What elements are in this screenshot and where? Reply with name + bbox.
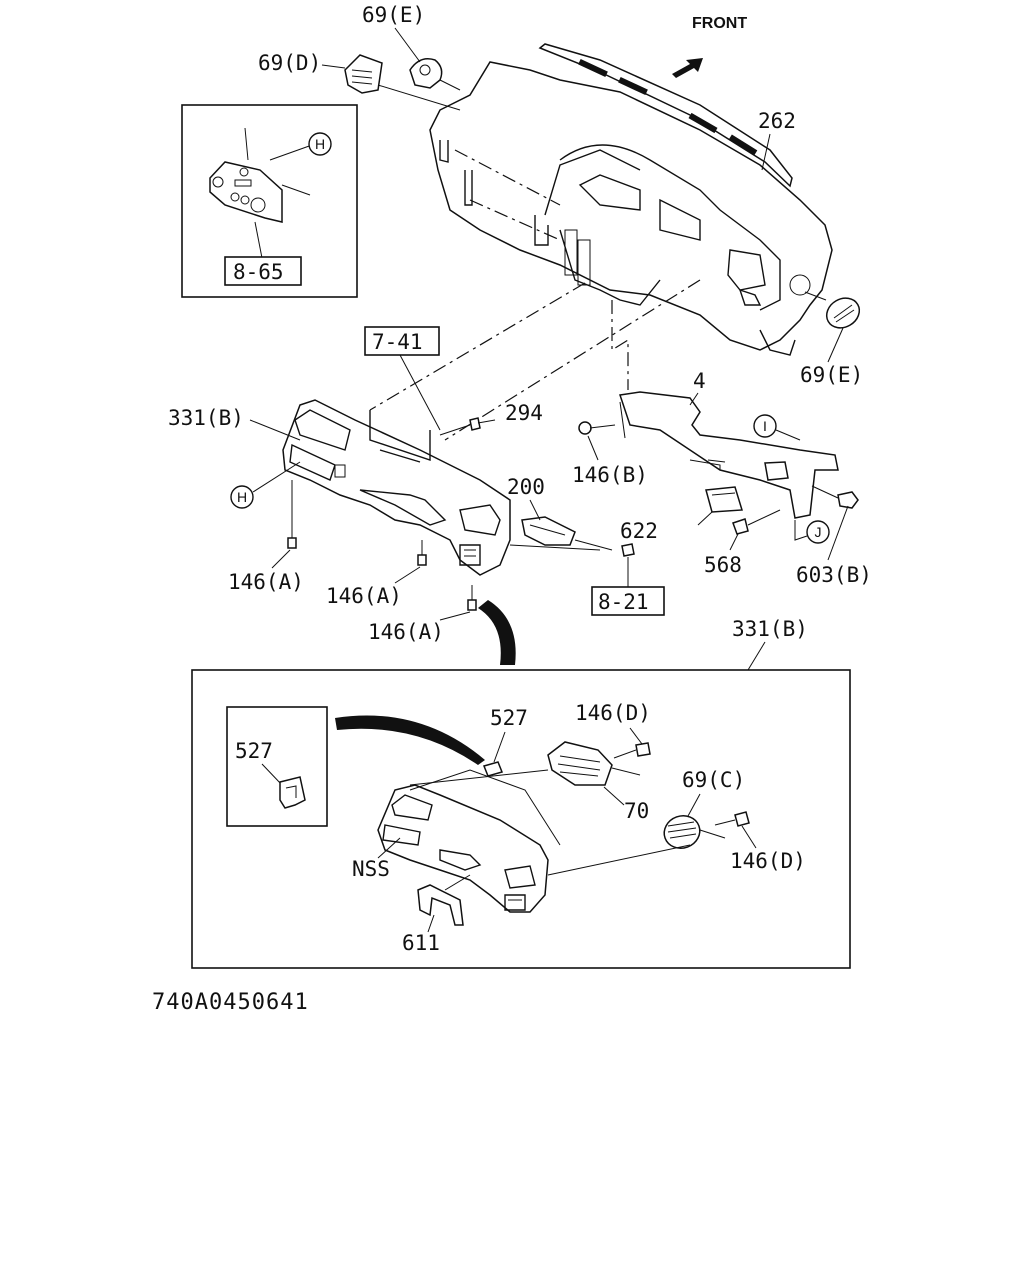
clip-527-main: [482, 761, 504, 777]
callout-603b: 603(B): [796, 563, 872, 587]
switch-200: [509, 516, 613, 551]
ref-8-65: 8-65: [224, 256, 302, 286]
inset-527: [226, 706, 328, 827]
callout-146a-1: 146(A): [228, 570, 304, 594]
marker-i: I: [753, 414, 777, 438]
screw-146b: [578, 421, 616, 435]
marker-h-main: H: [230, 485, 254, 509]
screw-146d-2: [714, 811, 750, 827]
callout-69d: 69(D): [258, 51, 321, 75]
callout-4: 4: [693, 369, 706, 393]
ref-7-41: 7-41: [364, 326, 440, 356]
front-arrow-icon: [672, 58, 703, 78]
callout-69e-right: 69(E): [800, 363, 863, 387]
detail-arrow-icon: [478, 600, 516, 665]
screw-8-21: [621, 543, 635, 557]
svg-text:8-21: 8-21: [598, 590, 649, 614]
drawing-id: 740A0450641: [152, 990, 309, 1015]
clip-69e-right: [804, 291, 861, 329]
inset-arrow-icon: [335, 715, 485, 765]
callout-200: 200: [507, 475, 545, 499]
ref-8-21: 8-21: [591, 586, 665, 616]
callout-568: 568: [704, 553, 742, 577]
instrument-panel: [429, 43, 833, 356]
switch-622: [705, 461, 789, 513]
screw-146a-2: [417, 540, 427, 566]
callout-146a-3: 146(A): [368, 620, 444, 644]
marker-h-inset: H: [308, 132, 332, 156]
svg-text:J: J: [815, 524, 822, 540]
clip-603b: [811, 485, 859, 509]
svg-text:7-41: 7-41: [372, 330, 423, 354]
vent-69d: [344, 54, 383, 94]
cluster-bezel-331b: [282, 399, 511, 576]
callout-146a-2: 146(A): [326, 584, 402, 608]
callout-622: 622: [620, 519, 658, 543]
screw-568: [732, 509, 781, 535]
svg-text:H: H: [315, 136, 325, 152]
svg-text:H: H: [237, 489, 247, 505]
callout-527-main: 527: [490, 706, 528, 730]
vent-69c: [547, 815, 726, 876]
callout-262: 262: [758, 109, 796, 133]
svg-text:I: I: [763, 418, 767, 434]
bracket-611: [417, 874, 471, 926]
clip-527-inset: [279, 776, 306, 809]
screw-294: [439, 417, 496, 436]
bracket-4: [619, 391, 839, 519]
vent-70: [547, 741, 641, 786]
label-nss: NSS: [352, 857, 390, 881]
heater-control-unit: [209, 127, 313, 259]
callout-331b: 331(B): [168, 406, 244, 430]
callout-146d-1: 146(D): [575, 701, 651, 725]
clip-69e-top: [409, 58, 461, 91]
callout-70: 70: [624, 799, 649, 823]
marker-j: J: [806, 520, 830, 544]
callout-69c: 69(C): [682, 768, 745, 792]
svg-text:8-65: 8-65: [233, 260, 284, 284]
callout-611: 611: [402, 931, 440, 955]
screw-146d-1: [613, 742, 651, 759]
cluster-bezel-nss: [377, 769, 561, 913]
screw-146a-3: [467, 585, 477, 611]
screw-146a-1: [287, 480, 297, 549]
callout-294: 294: [505, 401, 543, 425]
callout-69e-top: 69(E): [362, 3, 425, 27]
callout-527-inset: 527: [235, 739, 273, 763]
callout-331b-box: 331(B): [732, 617, 808, 641]
callout-146d-2: 146(D): [730, 849, 806, 873]
callout-146b: 146(B): [572, 463, 648, 487]
front-label: FRONT: [692, 15, 747, 32]
